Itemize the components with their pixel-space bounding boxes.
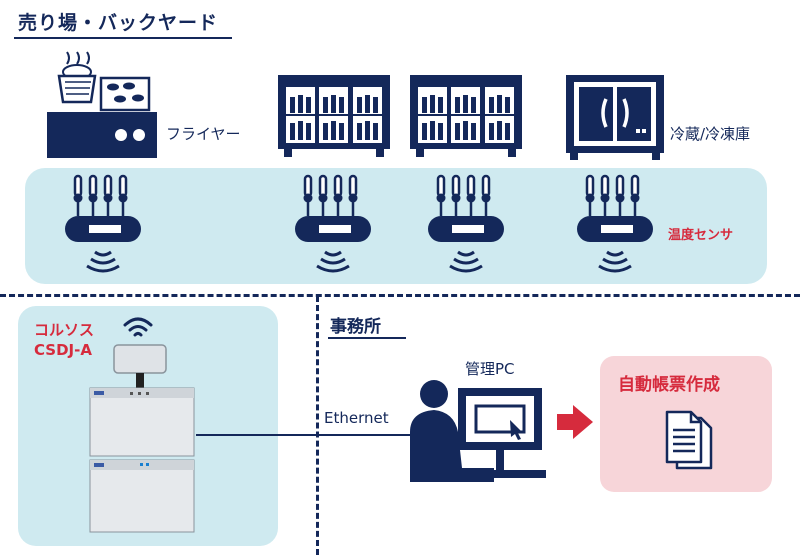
colsos-device-name: コルソス CSDJ-A: [34, 320, 94, 360]
section-title-sales-floor: 売り場・バックヤード: [18, 12, 219, 34]
colsos-model: CSDJ-A: [34, 341, 92, 359]
section-divider-horizontal: [0, 294, 800, 297]
refrigerator-icon: [566, 75, 664, 160]
arrow-right-icon: [557, 405, 593, 439]
refrigerator-label: 冷蔵/冷凍庫: [670, 125, 751, 143]
temperature-sensor-icon: [65, 174, 141, 273]
section-divider-vertical: [316, 296, 319, 555]
wifi-icon: [123, 317, 153, 337]
temperature-sensor-label: 温度センサ: [668, 228, 734, 243]
fryer-icon: [47, 51, 157, 158]
title-underline: [14, 37, 232, 39]
temperature-sensor-icon: [577, 174, 653, 273]
section-title-office: 事務所: [330, 317, 381, 337]
wireless-receiver-icon: [113, 344, 167, 393]
pc-user-icon: [410, 380, 546, 482]
document-icon: [665, 410, 713, 470]
management-pc-label: 管理PC: [465, 360, 515, 378]
ethernet-connection-line: [196, 434, 428, 436]
ethernet-label: Ethernet: [324, 409, 389, 427]
temperature-sensor-icon: [428, 174, 504, 273]
office-title-underline: [328, 337, 406, 339]
controller-unit-icon: [89, 387, 195, 533]
drink-cooler-icon: [410, 75, 522, 157]
drink-cooler-icon: [278, 75, 390, 157]
fryer-label: フライヤー: [166, 125, 241, 143]
auto-report-label: 自動帳票作成: [618, 375, 720, 395]
colsos-name-line1: コルソス: [34, 321, 95, 339]
temperature-sensor-icon: [295, 174, 371, 273]
